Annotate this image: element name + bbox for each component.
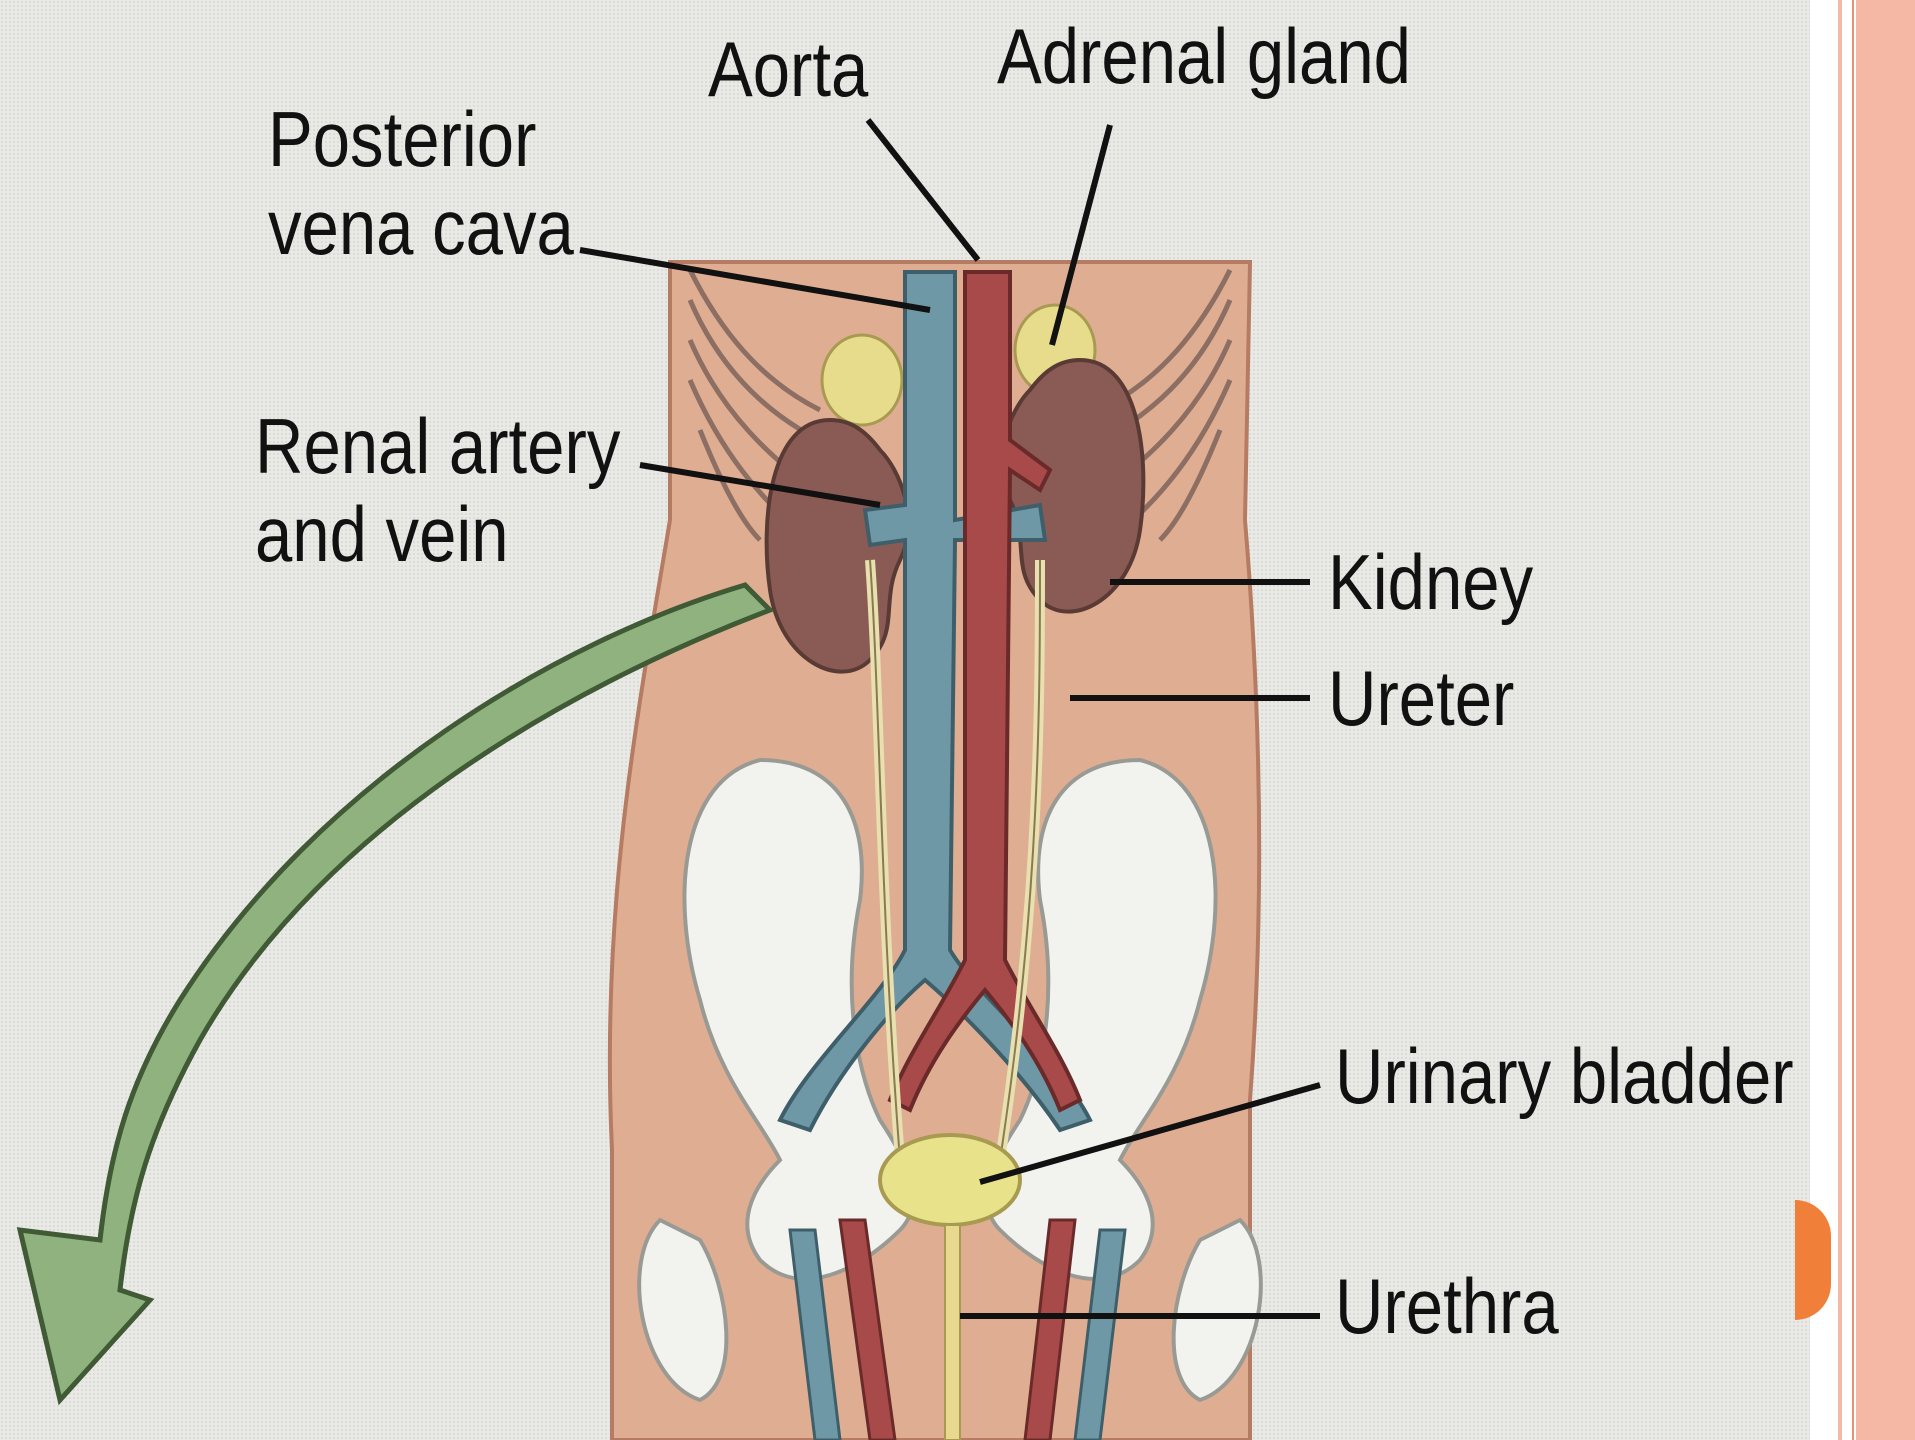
label-urethra: Urethra [1335, 1262, 1559, 1350]
kidney-right [1002, 360, 1144, 612]
urinary-bladder [880, 1135, 1020, 1225]
slide-border-band [1856, 0, 1915, 1440]
slide-orange-marker [1795, 1200, 1831, 1320]
label-ureter: Ureter [1328, 654, 1514, 742]
slide-border-hairline [1852, 0, 1854, 1440]
adrenal-gland-left [822, 335, 902, 425]
kidney-left [767, 420, 909, 672]
urinary-system-figure: Posterior vena cava Aorta Adrenal gland … [0, 0, 1810, 1440]
label-urinary-bladder: Urinary bladder [1335, 1032, 1794, 1120]
label-renal-artery-and-vein: Renal artery and vein [255, 402, 620, 578]
urethra [945, 1225, 960, 1440]
label-adrenal-gland: Adrenal gland [997, 12, 1411, 100]
label-aorta: Aorta [708, 25, 868, 113]
label-posterior-vena-cava: Posterior vena cava [268, 95, 574, 271]
leader-aorta [868, 120, 978, 260]
label-kidney: Kidney [1328, 538, 1533, 626]
slide-border-stripe [1838, 0, 1842, 1440]
